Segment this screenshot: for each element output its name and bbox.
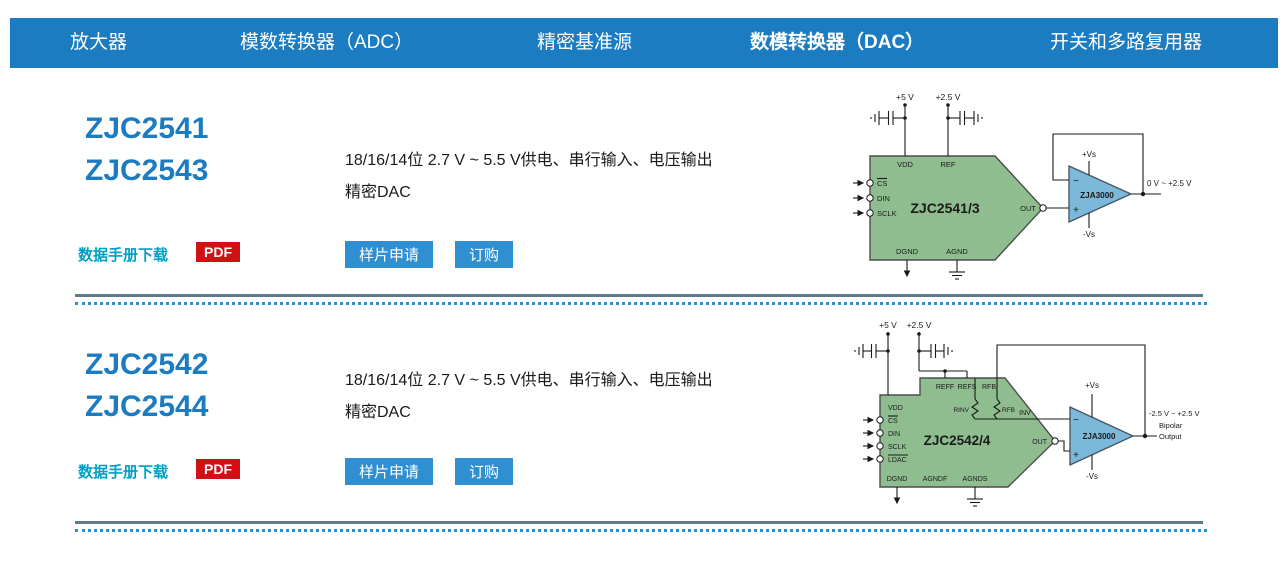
pin-label-ldac: LDAC bbox=[888, 457, 907, 464]
product-model-1[interactable]: ZJC2541 bbox=[85, 112, 209, 145]
top-nav: 放大器 模数转换器（ADC） 精密基准源 数模转换器（DAC） 开关和多路复用器 bbox=[10, 18, 1278, 68]
product-description-line2: 精密DAC bbox=[345, 184, 411, 201]
product-model-1[interactable]: ZJC2542 bbox=[85, 348, 209, 381]
output-range-label: -2.5 V ~ +2.5 V bbox=[1149, 409, 1199, 418]
wires bbox=[854, 332, 1157, 507]
opamp-vplus-label: +Vs bbox=[1082, 150, 1096, 159]
pin-label-agndf: AGNDF bbox=[923, 476, 948, 483]
pin-label-vdd: VDD bbox=[897, 160, 913, 169]
product-model-2[interactable]: ZJC2544 bbox=[85, 390, 209, 423]
section-divider-solid bbox=[75, 294, 1203, 297]
opamp-name-label: ZJA3000 bbox=[1080, 191, 1114, 200]
supply-2v5-label: +2.5 V bbox=[936, 92, 961, 102]
opamp-inverting-input-sign: − bbox=[1073, 176, 1079, 187]
order-button[interactable]: 订购 bbox=[455, 241, 514, 268]
pin-label-reff: REFF bbox=[936, 384, 954, 391]
pin-label-rfb: RFB bbox=[982, 384, 996, 391]
nav-item-dac-active[interactable]: 数模转换器（DAC） bbox=[750, 32, 925, 53]
opamp-vminus-label: -Vs bbox=[1083, 230, 1095, 239]
product-description-line1: 18/16/14位 2.7 V ~ 5.5 V供电、串行输入、电压输出 bbox=[345, 152, 713, 169]
pin-label-cs: CS bbox=[877, 179, 887, 188]
pdf-download-button[interactable]: PDF bbox=[196, 459, 240, 479]
chip-name-label: ZJC2541/3 bbox=[910, 200, 979, 216]
product-model-2[interactable]: ZJC2543 bbox=[85, 154, 209, 187]
opamp-name-label: ZJA3000 bbox=[1083, 432, 1116, 441]
output-bipolar-label: Bipolar bbox=[1159, 421, 1183, 430]
nav-item-amplifier[interactable]: 放大器 bbox=[70, 32, 128, 53]
pin-label-out: OUT bbox=[1020, 204, 1036, 213]
supply-2v5-label: +2.5 V bbox=[907, 320, 932, 330]
order-button[interactable]: 订购 bbox=[455, 458, 514, 485]
pin-label-out: OUT bbox=[1032, 439, 1048, 446]
pin-label-refs: REFS bbox=[958, 384, 977, 391]
wires bbox=[853, 104, 1161, 280]
circuit-diagram-zjc2542: +5 V +2.5 V REFF REFS RFB VDD CS DIN SCL… bbox=[854, 320, 1199, 507]
diagram-labels: +5 V +2.5 V VDD REF CS DIN SCLK ZJC2541/… bbox=[877, 92, 1192, 256]
product-description-line1: 18/16/14位 2.7 V ~ 5.5 V供电、串行输入、电压输出 bbox=[345, 372, 713, 389]
section-divider-dotted bbox=[75, 529, 1207, 532]
nav-item-adc[interactable]: 模数转换器（ADC） bbox=[240, 32, 414, 53]
chip-and-opamp-shapes bbox=[876, 332, 1148, 488]
nav-item-voltage-reference[interactable]: 精密基准源 bbox=[537, 32, 633, 53]
resistor-label-rfb: RFB bbox=[1002, 407, 1015, 414]
pdf-download-button[interactable]: PDF bbox=[196, 242, 240, 262]
section-divider-dotted bbox=[75, 302, 1207, 305]
pin-label-vdd: VDD bbox=[888, 405, 903, 412]
supply-5v-label: +5 V bbox=[896, 92, 914, 102]
pin-label-din: DIN bbox=[877, 194, 890, 203]
net-label-inv: INV bbox=[1019, 410, 1031, 417]
section-divider-solid bbox=[75, 521, 1203, 524]
product-description-line2: 精密DAC bbox=[345, 404, 411, 421]
supply-5v-label: +5 V bbox=[879, 320, 897, 330]
pin-label-dgnd: DGND bbox=[896, 247, 919, 256]
datasheet-link[interactable]: 数据手册下载 bbox=[78, 247, 169, 264]
opamp-vminus-label: -Vs bbox=[1086, 472, 1098, 481]
output-output-label: Output bbox=[1159, 432, 1182, 441]
diagram-labels: +5 V +2.5 V REFF REFS RFB VDD CS DIN SCL… bbox=[879, 320, 1199, 483]
opamp-noninverting-input-sign: + bbox=[1073, 450, 1079, 461]
pin-label-ref: REF bbox=[941, 160, 956, 169]
pin-label-sclk: SCLK bbox=[888, 444, 907, 451]
sample-request-button[interactable]: 样片申请 bbox=[345, 458, 434, 485]
pin-label-sclk: SCLK bbox=[877, 209, 897, 218]
output-range-label: 0 V ~ +2.5 V bbox=[1147, 179, 1192, 188]
circuit-diagram-zjc2541: +5 V +2.5 V VDD REF CS DIN SCLK ZJC2541/… bbox=[853, 92, 1192, 280]
resistor-label-rinv: RINV bbox=[953, 407, 969, 414]
chip-and-opamp-shapes bbox=[866, 103, 1146, 261]
pin-label-dgnd: DGND bbox=[887, 476, 908, 483]
datasheet-link[interactable]: 数据手册下载 bbox=[78, 464, 169, 481]
pin-label-din: DIN bbox=[888, 431, 900, 438]
pin-label-agnd: AGND bbox=[946, 247, 968, 256]
opamp-vplus-label: +Vs bbox=[1085, 381, 1099, 390]
sample-request-button[interactable]: 样片申请 bbox=[345, 241, 434, 268]
pin-label-agnds: AGNDS bbox=[963, 476, 988, 483]
pin-label-cs: CS bbox=[888, 418, 898, 425]
opamp-noninverting-input-sign: + bbox=[1073, 205, 1079, 216]
nav-item-switch-mux[interactable]: 开关和多路复用器 bbox=[1050, 32, 1203, 53]
opamp-inverting-input-sign: − bbox=[1073, 415, 1079, 426]
chip-name-label: ZJC2542/4 bbox=[924, 433, 991, 448]
